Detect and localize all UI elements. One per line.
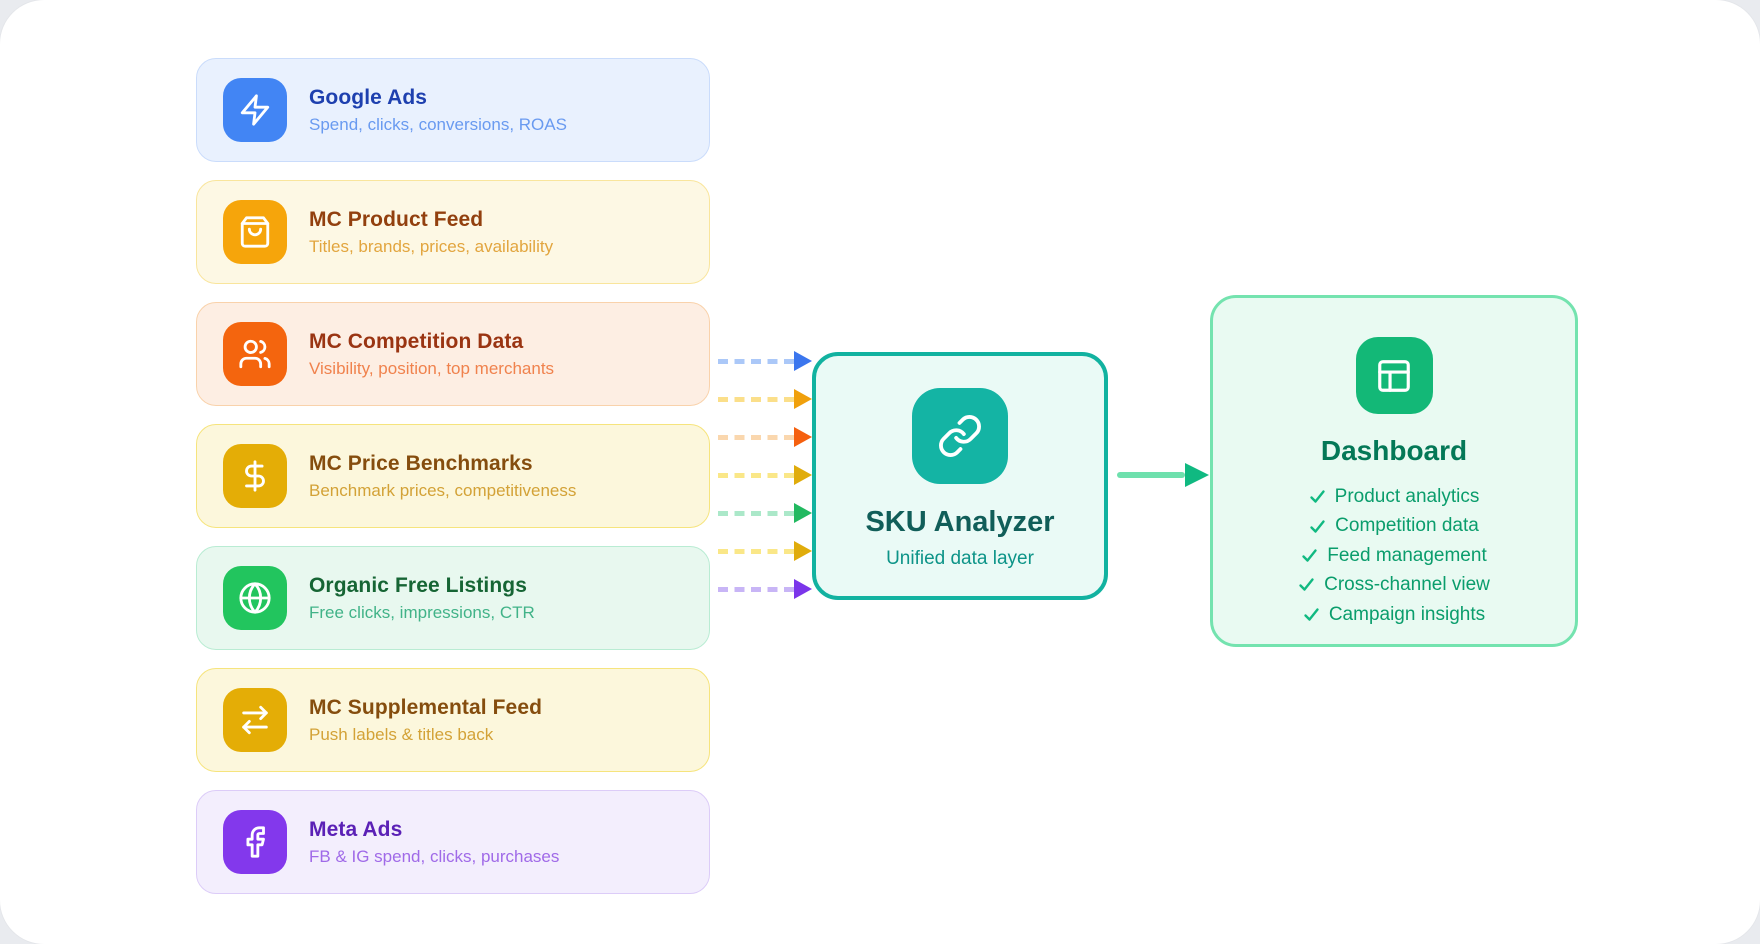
source-title: Google Ads bbox=[309, 85, 428, 109]
source-card-mc-supplemental-feed: MC Supplemental Feed Push labels & title… bbox=[196, 668, 710, 772]
arrowhead-icon bbox=[794, 389, 812, 409]
flow-arrow-meta-ads bbox=[718, 579, 814, 599]
feature-item: Campaign insights bbox=[1298, 600, 1490, 629]
layout-panels-icon bbox=[1355, 337, 1433, 414]
check-icon bbox=[1299, 578, 1314, 592]
feature-label: Feed management bbox=[1327, 544, 1487, 566]
source-subtitle: Spend, clicks, conversions, ROAS bbox=[309, 114, 567, 134]
source-subtitle: Titles, brands, prices, availability bbox=[309, 236, 554, 256]
arrowhead-icon bbox=[794, 579, 812, 599]
source-subtitle: Free clicks, impressions, CTR bbox=[309, 602, 535, 622]
dollar-icon bbox=[223, 444, 287, 508]
check-icon bbox=[1310, 519, 1325, 533]
feature-item: Competition data bbox=[1298, 511, 1490, 540]
arrowhead-icon bbox=[794, 465, 812, 485]
check-icon bbox=[1309, 490, 1325, 503]
feature-item: Cross-channel view bbox=[1298, 570, 1490, 599]
output-arrow bbox=[1117, 463, 1209, 487]
dashed-line bbox=[718, 396, 794, 402]
source-subtitle: Visibility, position, top merchants bbox=[309, 358, 555, 378]
flow-arrow-mc-price-benchmarks bbox=[718, 465, 814, 485]
dashed-line bbox=[718, 434, 794, 440]
shopping-bag-icon bbox=[223, 200, 287, 264]
feature-label: Competition data bbox=[1335, 515, 1479, 537]
feature-label: Campaign insights bbox=[1328, 603, 1486, 625]
arrowhead-icon bbox=[1185, 463, 1209, 487]
feature-item: Feed management bbox=[1298, 541, 1490, 570]
link-icon bbox=[912, 388, 1008, 484]
source-title: Organic Free Listings bbox=[309, 573, 527, 597]
dashboard-node: Dashboard Product analytics Competition … bbox=[1210, 295, 1578, 647]
source-card-mc-competition-data: MC Competition Data Visibility, position… bbox=[196, 302, 710, 406]
dashed-line bbox=[718, 510, 794, 516]
analyzer-subtitle: Unified data layer bbox=[886, 548, 1034, 569]
users-icon bbox=[223, 322, 287, 386]
zap-icon bbox=[223, 78, 287, 142]
dashboard-title: Dashboard bbox=[1320, 435, 1468, 466]
source-subtitle: Benchmark prices, competitiveness bbox=[309, 480, 577, 500]
dashed-line bbox=[718, 586, 794, 592]
arrow-line bbox=[1117, 472, 1185, 478]
source-subtitle: Push labels & titles back bbox=[309, 724, 494, 744]
dashed-line bbox=[718, 472, 794, 478]
feature-item: Product analytics bbox=[1298, 482, 1490, 511]
arrowhead-icon bbox=[794, 351, 812, 371]
source-card-mc-product-feed: MC Product Feed Titles, brands, prices, … bbox=[196, 180, 710, 284]
analyzer-title: SKU Analyzer bbox=[865, 506, 1055, 538]
check-icon bbox=[1304, 608, 1319, 621]
dashed-line bbox=[718, 548, 794, 554]
sku-analyzer-node: SKU Analyzer Unified data layer bbox=[812, 352, 1108, 600]
arrowhead-icon bbox=[794, 503, 812, 523]
feature-label: Cross-channel view bbox=[1324, 574, 1490, 596]
source-card-meta-ads: Meta Ads FB & IG spend, clicks, purchase… bbox=[196, 790, 710, 894]
source-subtitle: FB & IG spend, clicks, purchases bbox=[309, 846, 560, 866]
source-title: Meta Ads bbox=[309, 817, 403, 841]
flow-arrow-organic-free-listings bbox=[718, 503, 814, 523]
source-title: MC Supplemental Feed bbox=[309, 695, 543, 719]
source-title: MC Product Feed bbox=[309, 207, 484, 231]
dashed-line bbox=[718, 358, 794, 364]
source-card-mc-price-benchmarks: MC Price Benchmarks Benchmark prices, co… bbox=[196, 424, 710, 528]
globe-icon bbox=[223, 566, 287, 630]
arrowhead-icon bbox=[794, 541, 812, 561]
source-title: MC Competition Data bbox=[309, 329, 524, 353]
source-card-google-ads: Google Ads Spend, clicks, conversions, R… bbox=[196, 58, 710, 162]
flow-arrow-mc-supplemental-feed bbox=[718, 541, 814, 561]
arrowhead-icon bbox=[794, 427, 812, 447]
arrows-right-left-icon bbox=[223, 688, 287, 752]
facebook-icon bbox=[223, 810, 287, 874]
source-card-organic-free-listings: Organic Free Listings Free clicks, impre… bbox=[196, 546, 710, 650]
dashboard-feature-list: Product analytics Competition data Feed … bbox=[1298, 482, 1490, 629]
flow-arrow-mc-competition-data bbox=[718, 427, 814, 447]
source-title: MC Price Benchmarks bbox=[309, 451, 533, 475]
flow-arrow-google-ads bbox=[718, 351, 814, 371]
check-icon bbox=[1302, 549, 1317, 562]
feature-label: Product analytics bbox=[1334, 486, 1480, 507]
flow-arrow-mc-product-feed bbox=[718, 389, 814, 409]
